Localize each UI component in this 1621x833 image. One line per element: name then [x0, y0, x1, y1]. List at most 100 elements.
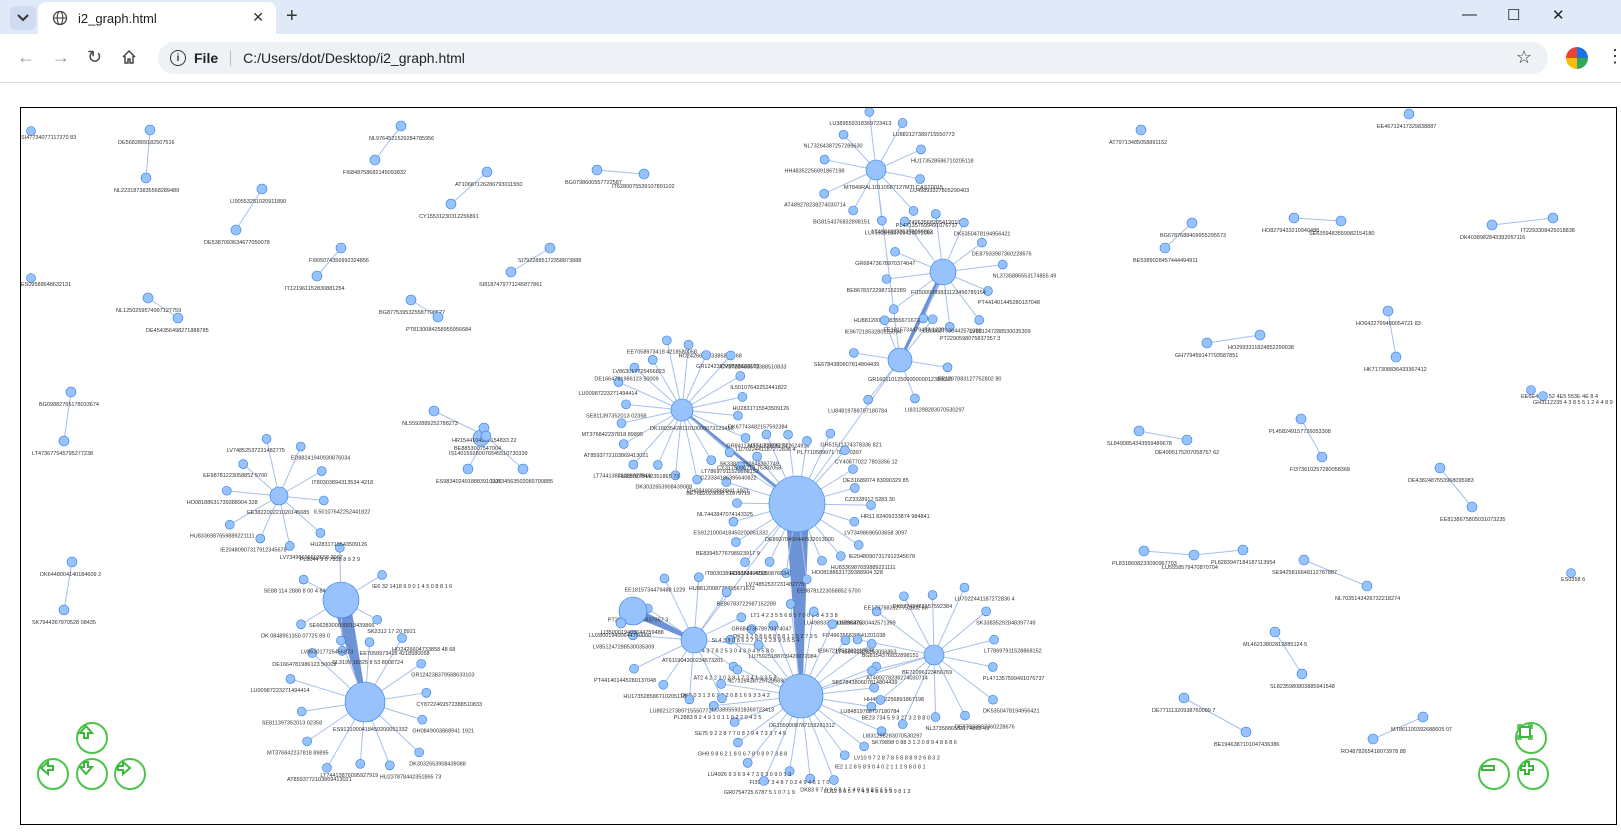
graph-node[interactable]: [915, 174, 925, 184]
graph-node[interactable]: [322, 762, 332, 773]
graph-node[interactable]: [701, 350, 711, 360]
graph-node[interactable]: [334, 542, 345, 553]
graph-node[interactable]: [618, 596, 648, 626]
graph-node[interactable]: [428, 405, 440, 417]
graph-node[interactable]: [838, 129, 849, 140]
graph-node[interactable]: [981, 606, 991, 617]
graph-node[interactable]: [658, 679, 669, 690]
graph-node[interactable]: [881, 274, 892, 284]
graph-node[interactable]: [877, 215, 887, 226]
graph-node[interactable]: [732, 664, 743, 675]
graph-node[interactable]: [706, 455, 717, 466]
graph-node[interactable]: [927, 590, 938, 600]
graph-node[interactable]: [876, 726, 887, 736]
graph-node[interactable]: [144, 124, 156, 136]
graph-node[interactable]: [871, 606, 882, 617]
graph-node[interactable]: [692, 474, 702, 485]
graph-node[interactable]: [1417, 711, 1429, 723]
graph-node[interactable]: [1296, 668, 1308, 680]
graph-node[interactable]: [315, 528, 326, 538]
graph-node[interactable]: [316, 466, 327, 476]
graph-node[interactable]: [784, 766, 795, 776]
graph-node[interactable]: [505, 266, 517, 278]
graph-node[interactable]: [285, 674, 296, 684]
graph-node[interactable]: [694, 572, 704, 582]
graph-node[interactable]: [808, 606, 819, 617]
graph-node[interactable]: [736, 612, 747, 623]
graph-node[interactable]: [869, 682, 879, 693]
graph-node[interactable]: [445, 198, 457, 210]
graph-node[interactable]: [628, 630, 638, 641]
graph-node[interactable]: [1201, 337, 1213, 349]
graph-node[interactable]: [988, 662, 998, 672]
graph-node[interactable]: [670, 398, 694, 422]
graph-node[interactable]: [918, 313, 929, 324]
graph-node[interactable]: [945, 322, 955, 332]
graph-node[interactable]: [849, 516, 860, 527]
graph-node[interactable]: [959, 217, 969, 228]
graph-node[interactable]: [768, 475, 826, 533]
graph-node[interactable]: [1316, 451, 1328, 463]
graph-node[interactable]: [544, 242, 556, 254]
graph-node[interactable]: [659, 573, 670, 584]
graph-node[interactable]: [740, 433, 751, 443]
graph-node[interactable]: [591, 164, 603, 176]
graph-node[interactable]: [716, 679, 726, 689]
graph-node[interactable]: [839, 750, 850, 761]
graph-node[interactable]: [752, 451, 762, 462]
graph-node[interactable]: [835, 551, 846, 561]
graph-node[interactable]: [848, 348, 859, 358]
move-left-button[interactable]: [37, 758, 69, 790]
graph-node[interactable]: [395, 120, 407, 132]
graph-node[interactable]: [717, 693, 727, 704]
graph-node[interactable]: [768, 620, 779, 631]
graph-node[interactable]: [613, 377, 624, 387]
graph-canvas[interactable]: LU49893327805290403FI7496356820541201038…: [21, 108, 1617, 825]
graph-node[interactable]: [480, 430, 492, 442]
graph-node[interactable]: [930, 712, 941, 722]
forward-icon[interactable]: →: [52, 47, 70, 67]
graph-node[interactable]: [680, 626, 708, 654]
graph-node[interactable]: [852, 634, 863, 645]
graph-node[interactable]: [866, 639, 877, 649]
graph-node[interactable]: [879, 315, 890, 326]
graph-node[interactable]: [989, 634, 999, 645]
graph-node[interactable]: [224, 519, 235, 530]
graph-node[interactable]: [629, 663, 639, 674]
graph-node[interactable]: [866, 500, 876, 510]
close-tab-icon[interactable]: ✕: [252, 9, 264, 25]
graph-node[interactable]: [1178, 692, 1190, 704]
graph-node[interactable]: [311, 270, 323, 282]
graph-node[interactable]: [890, 246, 900, 257]
graph-node[interactable]: [416, 658, 427, 669]
graph-node[interactable]: [827, 619, 838, 629]
graph-node[interactable]: [318, 495, 329, 506]
graph-node[interactable]: [875, 695, 886, 705]
graph-node[interactable]: [1237, 544, 1249, 556]
bookmark-star-icon[interactable]: ☆: [1515, 47, 1532, 67]
graph-node[interactable]: [910, 393, 920, 404]
graph-node[interactable]: [908, 206, 919, 216]
graph-node[interactable]: [140, 172, 152, 184]
home-icon[interactable]: [121, 49, 137, 65]
graph-node[interactable]: [801, 574, 812, 585]
graph-node[interactable]: [684, 694, 695, 705]
graph-node[interactable]: [785, 599, 796, 609]
graph-node[interactable]: [615, 617, 627, 629]
graph-node[interactable]: [1186, 217, 1198, 229]
graph-node[interactable]: [853, 540, 864, 550]
graph-node[interactable]: [897, 118, 908, 128]
graph-node[interactable]: [721, 587, 732, 598]
graph-node[interactable]: [336, 635, 346, 646]
graph-node[interactable]: [296, 706, 307, 717]
graph-node[interactable]: [899, 591, 909, 602]
graph-node[interactable]: [670, 470, 681, 481]
graph-node[interactable]: [817, 555, 827, 566]
graph-node[interactable]: [742, 758, 753, 768]
graph-node[interactable]: [517, 463, 529, 475]
graph-node[interactable]: [764, 557, 775, 567]
graph-node[interactable]: [628, 459, 639, 470]
graph-node[interactable]: [1295, 413, 1307, 425]
graph-node[interactable]: [142, 292, 154, 304]
graph-node[interactable]: [1133, 425, 1145, 437]
